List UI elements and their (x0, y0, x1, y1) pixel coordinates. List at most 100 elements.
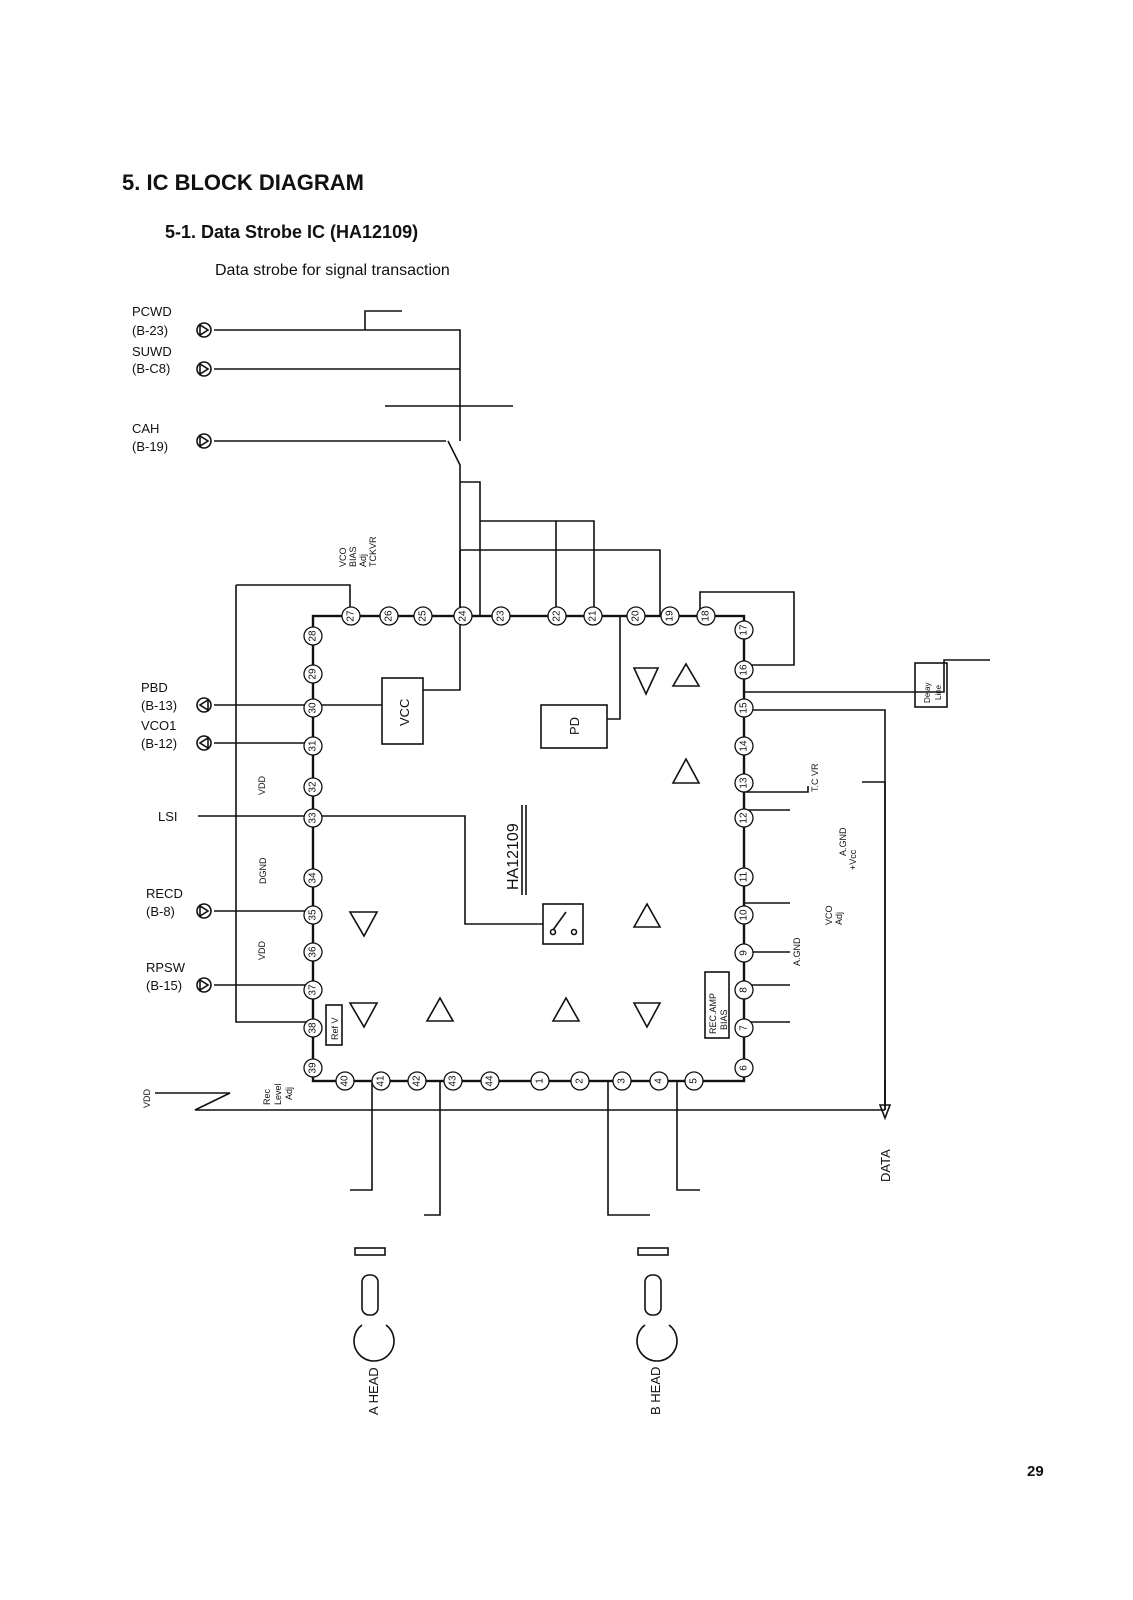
pin-number: 24 (458, 610, 469, 622)
pin-number: 10 (739, 909, 750, 921)
pin-number: 19 (665, 610, 676, 622)
vco-bias-label: VCO (338, 547, 348, 567)
pin-17: 17 (734, 620, 754, 640)
pin-number: 43 (448, 1075, 459, 1087)
pin-16: 16 (734, 660, 754, 680)
suwd-label: SUWD (132, 344, 172, 359)
component-labels: VCO BIAS Adj TCKVR VDD DGND VDD VDD Rec … (142, 536, 858, 1108)
vco1-ref: (B-12) (141, 736, 177, 751)
input-wiring (155, 310, 990, 1216)
pin-36: 36 (303, 942, 323, 962)
pin-37: 37 (303, 980, 323, 1000)
amp-triangle (348, 1002, 379, 1029)
amp-triangle (632, 667, 660, 696)
pin-number: 36 (308, 946, 319, 958)
rec-adj-label: Adj (284, 1087, 294, 1100)
cah-ref: (B-19) (132, 439, 168, 454)
delay-line-block: Delay Line (914, 662, 948, 708)
vdd-label-bottom: VDD (142, 1088, 152, 1108)
pin-35: 35 (303, 905, 323, 925)
pin-number: 9 (739, 950, 750, 956)
bias-adj-label: BIAS (348, 546, 358, 567)
amp-triangle (632, 902, 662, 928)
pin-number: 5 (689, 1078, 700, 1084)
level-label: Level (273, 1083, 283, 1105)
lsi-label: LSI (158, 809, 178, 824)
pin-number: 14 (739, 740, 750, 752)
pin-1: 1 (530, 1071, 550, 1091)
vdd-label-mid: VDD (257, 940, 267, 960)
pin-21: 21 (583, 606, 603, 626)
tckvr-label: TCKVR (368, 536, 378, 567)
pin-22: 22 (547, 606, 567, 626)
adj-label: Adj (358, 554, 368, 567)
pin-number: 38 (308, 1022, 319, 1034)
vcc-plus-label: +Vcc (848, 849, 858, 870)
pin-13: 13 (734, 773, 754, 793)
a-head-label: A HEAD (366, 1367, 381, 1415)
pin-number: 12 (739, 812, 750, 824)
amp-triangle (671, 757, 701, 784)
pin-number: 4 (654, 1078, 665, 1084)
vcc-block: VCC (381, 677, 424, 745)
section-title: 5. IC BLOCK DIAGRAM (122, 170, 364, 195)
pin-19: 19 (660, 606, 680, 626)
connector-symbols (196, 322, 892, 1121)
pin-3: 3 (612, 1071, 632, 1091)
vco-adj-label-2: Adj (834, 912, 844, 925)
pin-number: 1 (535, 1078, 546, 1084)
pin-number: 29 (308, 668, 319, 680)
b-head-label: B HEAD (648, 1367, 663, 1415)
pin-32: 32 (303, 777, 323, 797)
pin-number: 26 (384, 610, 395, 622)
pin-42: 42 (407, 1071, 427, 1091)
vdd-label-top: VDD (257, 775, 267, 795)
rpsw-label: RPSW (146, 960, 186, 975)
pin-number: 21 (588, 610, 599, 622)
signal-labels: PCWD (B-23) SUWD (B-C8) CAH (B-19) PBD (… (132, 304, 893, 1415)
a-head-symbol (353, 1247, 395, 1362)
pin-25: 25 (413, 606, 433, 626)
pin-7: 7 (734, 1018, 754, 1038)
dgnd-label: DGND (258, 857, 268, 884)
amp-triangle (671, 662, 701, 687)
pcwd-ref: (B-23) (132, 323, 168, 338)
rec-amp-bias-block: REC.AMP BIAS (704, 971, 730, 1039)
pin-number: 27 (346, 610, 357, 622)
pcwd-label: PCWD (132, 304, 172, 319)
bias-label: BIAS (719, 1009, 729, 1030)
pin-5: 5 (684, 1071, 704, 1091)
pin-38: 38 (303, 1018, 323, 1038)
pin-34: 34 (303, 868, 323, 888)
pin-number: 11 (739, 871, 750, 882)
pin-39: 39 (303, 1058, 323, 1078)
subtitle: Data strobe for signal transaction (215, 262, 450, 279)
pin-number: 32 (308, 781, 319, 793)
pin-number: 33 (308, 812, 319, 824)
pin-18: 18 (696, 606, 716, 626)
ref-v-block: Ref V (325, 1004, 343, 1046)
pin-number: 22 (552, 610, 563, 622)
ic-name: HA12109 (505, 823, 522, 890)
suwd-ref: (B-C8) (132, 361, 170, 376)
pin-number: 13 (739, 777, 750, 789)
pin-15: 15 (734, 698, 754, 718)
recd-ref: (B-8) (146, 904, 175, 919)
cah-label: CAH (132, 421, 159, 436)
pin-6: 6 (734, 1058, 754, 1078)
pd-block: PD (540, 704, 608, 749)
rpsw-ref: (B-15) (146, 978, 182, 993)
amp-triangle (348, 911, 379, 938)
pin-number: 31 (308, 740, 319, 752)
pin-number: 40 (340, 1075, 351, 1087)
vco1-label: VCO1 (141, 718, 176, 733)
vco-adj-label-1: VCO (824, 905, 834, 925)
pin-28: 28 (303, 626, 323, 646)
pbd-ref: (B-13) (141, 698, 177, 713)
pin-number: 20 (631, 610, 642, 622)
pin-number: 6 (739, 1065, 750, 1071)
pin-11: 11 (734, 867, 754, 887)
pin-29: 29 (303, 664, 323, 684)
amp-triangle (425, 996, 455, 1022)
